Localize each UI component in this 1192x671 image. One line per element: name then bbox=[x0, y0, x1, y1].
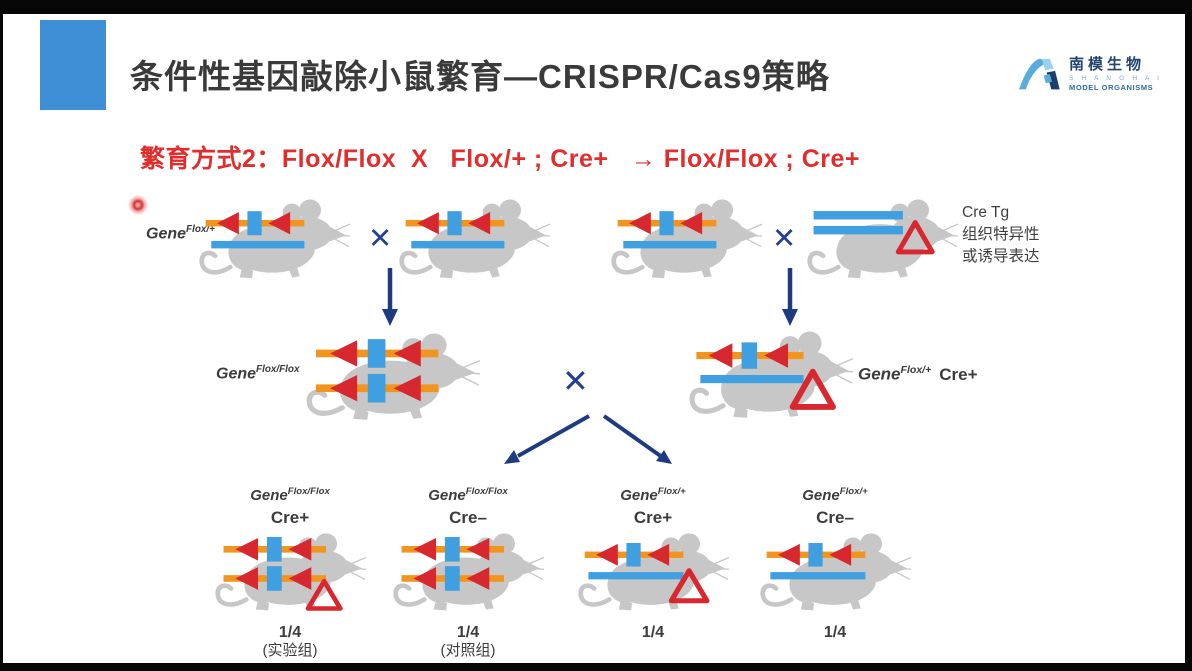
floxed-allele bbox=[223, 566, 327, 591]
gene-base: Gene bbox=[146, 225, 187, 243]
cre-status: Cre+ bbox=[633, 508, 673, 527]
gene-superscript: Flox/+ bbox=[900, 364, 932, 376]
laser-pointer-dot bbox=[128, 195, 148, 215]
mouse-figure-flox-het-cre bbox=[688, 330, 853, 422]
floxed-allele bbox=[584, 542, 684, 567]
floxed-allele bbox=[401, 537, 505, 562]
transgene-bar bbox=[813, 226, 903, 235]
floxed-allele bbox=[405, 211, 505, 236]
mouse-silhouette bbox=[309, 334, 480, 420]
gene-superscript: Flox/Flox bbox=[465, 486, 508, 497]
offspring-fraction: 1/4 bbox=[641, 624, 665, 641]
gene-superscript: Flox/+ bbox=[186, 224, 215, 235]
wildtype-allele bbox=[623, 240, 717, 249]
floxed-allele bbox=[696, 342, 804, 369]
genotype-label-flox-hom: GeneFlox/Flox bbox=[216, 364, 300, 383]
mouse-figure-flox-het-parent-1 bbox=[198, 198, 350, 282]
diagonal-arrows bbox=[504, 414, 672, 464]
mouse-figure-flox-het-parent-3 bbox=[610, 198, 762, 282]
floxed-allele bbox=[315, 339, 439, 368]
cre-status: Cre+ bbox=[939, 364, 978, 384]
cross-symbol-center: ✕ bbox=[562, 363, 589, 399]
wildtype-allele bbox=[211, 240, 305, 249]
cre-note-line: Cre Tg bbox=[962, 204, 1010, 221]
cre-status: Cre– bbox=[816, 508, 854, 527]
mouse-figure-flox-hom bbox=[305, 332, 480, 424]
cre-note-line: 组织特异性 bbox=[962, 226, 1040, 243]
genotype-label: GeneFlox/Flox bbox=[250, 482, 330, 506]
offspring-group-label: (实验组) bbox=[262, 642, 318, 659]
offspring-fraction: 1/4 bbox=[278, 624, 302, 641]
mouse-silhouette bbox=[396, 533, 544, 610]
mouse-figure-flox-het-cre bbox=[577, 532, 729, 614]
gene-base: Gene bbox=[620, 487, 658, 504]
offspring-column-3: GeneFlox/+ Cre+ 1/4 bbox=[565, 482, 741, 642]
mouse-figure-cre-transgenic bbox=[806, 198, 958, 282]
page-title: 条件性基因敲除小鼠繁育—CRISPR/Cas9策略 bbox=[130, 58, 830, 95]
offspring-column-4: GeneFlox/+ Cre– 1/4 bbox=[747, 482, 923, 642]
mouse-figure-flox-hom-cre bbox=[214, 532, 366, 614]
down-arrow-right bbox=[782, 268, 798, 326]
offspring-group-label: (对照组) bbox=[440, 642, 496, 659]
letterbox-bottom-bar bbox=[0, 663, 1192, 671]
gene-base: Gene bbox=[428, 487, 466, 504]
gene-base: Gene bbox=[250, 487, 288, 504]
mouse-silhouette bbox=[763, 533, 911, 610]
gene-superscript: Flox/Flox bbox=[287, 486, 330, 497]
breeding-scheme-formula: 繁育方式2：Flox/Flox X Flox/+ ; Cre+ → Flox/F… bbox=[140, 145, 860, 173]
gene-base: Gene bbox=[858, 364, 901, 384]
mouse-silhouette bbox=[402, 199, 550, 278]
letterbox-right-edge bbox=[1185, 0, 1192, 671]
offspring-column-2: GeneFlox/Flox Cre– 1/4 (对照组) bbox=[380, 482, 556, 659]
logo-name-en-top: S H A N G H A I bbox=[1069, 75, 1163, 83]
gene-superscript: Flox/+ bbox=[839, 486, 868, 497]
company-logo: 南模生物 S H A N G H A I MODEL ORGANISMS bbox=[1016, 54, 1162, 94]
cre-status: Cre+ bbox=[270, 508, 310, 527]
gene-base: Gene bbox=[802, 487, 840, 504]
cross-symbol-2: ✕ bbox=[772, 223, 797, 255]
wildtype-allele bbox=[700, 374, 804, 384]
wildtype-allele bbox=[411, 240, 505, 249]
offspring-column-1: GeneFlox/Flox Cre+ 1/4 (实验组) bbox=[202, 482, 378, 659]
cre-status: Cre– bbox=[449, 508, 487, 527]
offspring-fraction: 1/4 bbox=[456, 624, 480, 641]
genotype-label-flox-het-cre: GeneFlox/+ Cre+ bbox=[858, 364, 978, 385]
mouse-figure-flox-het-parent-2 bbox=[398, 198, 550, 282]
floxed-allele bbox=[315, 373, 439, 403]
gene-superscript: Flox/Flox bbox=[256, 364, 300, 375]
genotype-label: GeneFlox/+ bbox=[802, 482, 868, 506]
logo-icon bbox=[1019, 58, 1060, 90]
genotype-label-parent-flox-het: GeneFlox/+ bbox=[146, 224, 215, 243]
floxed-allele bbox=[223, 537, 327, 562]
floxed-allele bbox=[401, 566, 505, 591]
genotype-label: GeneFlox/+ bbox=[620, 482, 686, 506]
wildtype-allele bbox=[770, 572, 866, 580]
mouse-silhouette bbox=[614, 199, 762, 278]
mouse-silhouette bbox=[202, 199, 350, 278]
title-accent-block bbox=[40, 20, 106, 110]
logo-name-cn: 南模生物 bbox=[1069, 55, 1146, 73]
logo-name-en-bottom: MODEL ORGANISMS bbox=[1069, 82, 1154, 92]
mouse-silhouette bbox=[218, 533, 366, 610]
letterbox-top-bar bbox=[0, 0, 1192, 14]
mouse-figure-flox-hom bbox=[392, 532, 544, 614]
letterbox-left-edge bbox=[0, 0, 3, 671]
floxed-allele bbox=[617, 211, 717, 236]
cre-transgene-note: Cre Tg 组织特异性 或诱导表达 bbox=[962, 202, 1040, 268]
floxed-allele bbox=[766, 542, 866, 567]
genotype-label: GeneFlox/Flox bbox=[428, 482, 508, 506]
mouse-figure-flox-het bbox=[759, 532, 911, 614]
down-arrow-left bbox=[382, 268, 398, 326]
cross-symbol-1: ✕ bbox=[368, 223, 393, 255]
cre-note-line: 或诱导表达 bbox=[962, 248, 1040, 265]
gene-superscript: Flox/+ bbox=[657, 486, 686, 497]
gene-base: Gene bbox=[216, 365, 257, 383]
wildtype-allele bbox=[588, 572, 684, 580]
transgene-bar bbox=[813, 211, 903, 220]
offspring-fraction: 1/4 bbox=[823, 624, 847, 641]
floxed-allele bbox=[205, 211, 305, 236]
